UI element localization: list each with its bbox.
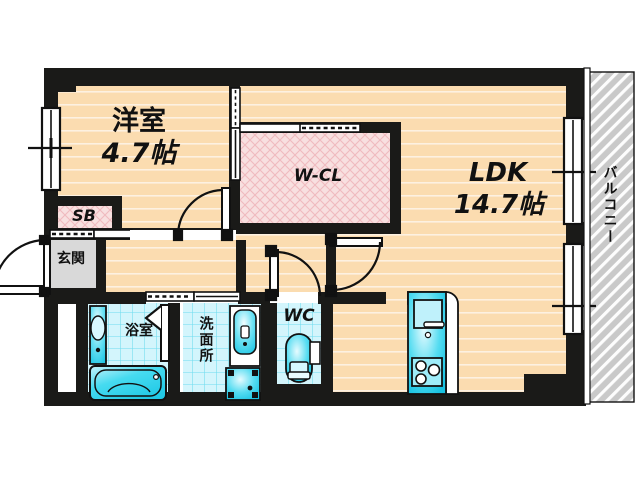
- wall-bath-right: [168, 303, 180, 402]
- hinged-doors: [0, 187, 383, 362]
- washing-machine-pan: [225, 367, 261, 401]
- gas-stove-3burner: [411, 357, 443, 387]
- entrance-door[interactable]: [0, 234, 51, 298]
- shower-unit: [89, 305, 107, 365]
- balcony-rail: [583, 67, 591, 405]
- washroom-sliding-door[interactable]: [145, 291, 241, 302]
- hall-ldk-door[interactable]: [324, 232, 383, 298]
- wall-left-lower: [44, 292, 58, 404]
- wall-entrance-right: [96, 240, 106, 296]
- wall-bath-left: [76, 296, 88, 402]
- wall-right-mid: [566, 222, 586, 246]
- windows: [28, 106, 596, 336]
- floor-wcl: [240, 130, 390, 226]
- bedroom-window-west: [28, 106, 72, 192]
- wc-door[interactable]: [264, 244, 322, 302]
- bedroom-sliding-door[interactable]: [230, 87, 241, 181]
- floor-entrance: [46, 240, 96, 294]
- wall-wcl-bottom: [229, 223, 401, 234]
- vanity-sink: [229, 305, 261, 367]
- wall-wcl-right: [390, 122, 401, 234]
- toilet: [285, 333, 321, 383]
- wall-sb-top: [50, 196, 122, 206]
- wall-sb-right: [112, 196, 122, 232]
- floor-balcony: [588, 72, 634, 402]
- sliding-doors: [49, 87, 361, 302]
- bedroom-door[interactable]: [130, 187, 236, 242]
- fixtures: [89, 291, 459, 401]
- wall-right-corner-top: [566, 68, 586, 90]
- sb-sliding-door[interactable]: [49, 229, 133, 239]
- wall-right-lower: [566, 330, 586, 404]
- wall-hall-ldk: [326, 234, 336, 294]
- wall-wc-left: [265, 303, 277, 389]
- floor-sb: [50, 205, 118, 231]
- bathroom-door[interactable]: [144, 304, 170, 362]
- wall-wet-top-c: [238, 292, 270, 304]
- wall-top: [44, 68, 586, 86]
- walls: [44, 68, 586, 406]
- wall-hall-left: [236, 240, 246, 294]
- wcl-sliding-door[interactable]: [239, 123, 361, 133]
- wall-wc-right: [321, 303, 333, 389]
- wall-ldk-step: [524, 374, 566, 406]
- wall-wet-top-b: [98, 292, 146, 304]
- ldk-window-east-lower: [552, 242, 596, 336]
- bathtub: [89, 365, 167, 401]
